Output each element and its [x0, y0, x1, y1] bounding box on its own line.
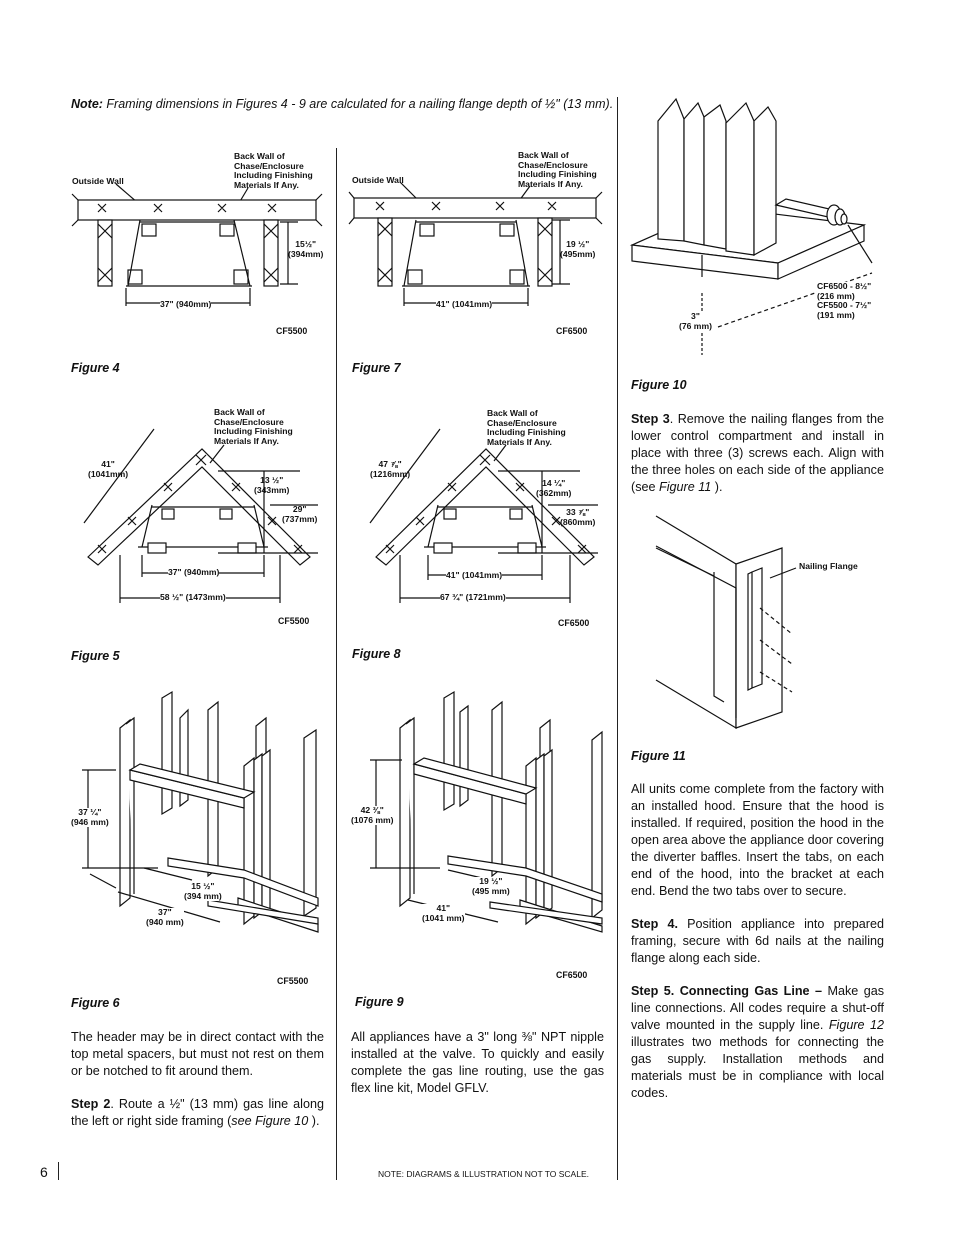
- step-2-text: Step 2. Route a ½" (13 mm) gas line alon…: [71, 1097, 324, 1128]
- figure-11-drawing: [655, 515, 797, 730]
- overall-width-dimension: 67 ¾" (1721mm): [440, 592, 506, 603]
- width-dimension: 37" (940mm): [168, 567, 220, 578]
- model-label: CF5500: [277, 976, 309, 986]
- figure-6-caption: Figure 6: [71, 996, 120, 1010]
- model-label: CF5500: [278, 616, 310, 626]
- width-dimension: 41" (1041mm): [436, 299, 493, 310]
- diagonal-dimension: 41"(1041mm): [88, 459, 129, 479]
- figure-6-drawing: [82, 690, 319, 933]
- figure-11-caption: Figure 11: [631, 749, 686, 763]
- depth-dimension: 19 ½"(495 mm): [472, 876, 510, 896]
- diagonal-dimension: 47 ⅞"(1216mm): [370, 459, 411, 479]
- footer-note: NOTE: DIAGRAMS & ILLUSTRATION NOT TO SCA…: [378, 1169, 589, 1179]
- outside-wall-label: Outside Wall: [352, 175, 404, 185]
- figure-6: 37 ¼"(946 mm) 15 ½"(394 mm) 37"(940 mm) …: [68, 688, 330, 988]
- gas-height-dimension: 3"(76 mm): [679, 311, 712, 331]
- page-number: 6: [40, 1164, 48, 1180]
- figure-10-drawing: [629, 97, 873, 355]
- width-dimension: 37"(940 mm): [146, 907, 184, 927]
- column-divider-2: [617, 97, 618, 1180]
- model-label: CF5500: [276, 326, 308, 336]
- figure-9: 42 ⅜"(1076 mm) 19 ½"(495 mm) 41"(1041 mm…: [348, 688, 610, 988]
- depth-dimension: 29"(737mm): [282, 504, 318, 524]
- column-divider-left: [58, 1162, 59, 1180]
- width-dimension: 41"(1041 mm): [422, 903, 465, 923]
- framing-note: Note: Framing dimensions in Figures 4 - …: [71, 97, 614, 111]
- figure-8-caption: Figure 8: [352, 647, 401, 661]
- figure-4-caption: Figure 4: [71, 361, 120, 375]
- figure-7-caption: Figure 7: [352, 361, 401, 375]
- nipple-paragraph: All appliances have a 3" long ⅜" NPT nip…: [351, 1030, 604, 1095]
- model-label: CF6500: [556, 326, 588, 336]
- inner-dimension: 13 ½"(343mm): [254, 475, 290, 495]
- column-divider-1: [336, 148, 337, 1180]
- depth-dimension: 15½"(394mm): [288, 239, 324, 259]
- depth-dimension: 19 ½"(495mm): [560, 239, 596, 259]
- model-label: CF6500: [556, 970, 588, 980]
- outside-wall-label: Outside Wall: [72, 176, 124, 186]
- step-5-text: Step 5. Connecting Gas Line – Make gas l…: [631, 984, 884, 1100]
- figure-11: Nailing Flange: [632, 512, 892, 737]
- height-dimension: 37 ¼"(946 mm): [71, 807, 109, 827]
- figure-9-caption: Figure 9: [355, 995, 404, 1009]
- nailing-flange-label: Nailing Flange: [799, 561, 858, 571]
- figure-4-drawing: [71, 183, 323, 306]
- depth-dimension: 15 ½"(394 mm): [184, 881, 222, 901]
- step-3-text: Step 3. Remove the nailing flanges from …: [631, 412, 885, 494]
- header-paragraph: The header may be in direct contact with…: [71, 1030, 324, 1078]
- figure-5-caption: Figure 5: [71, 649, 120, 663]
- height-dimension: 42 ⅜"(1076 mm): [351, 805, 394, 825]
- figure-8-drawing: [369, 428, 598, 603]
- inner-dimension: 14 ¼"(362mm): [536, 478, 572, 498]
- depth-dimension: 33 ⅞"(860mm): [560, 507, 596, 527]
- figure-10-caption: Figure 10: [631, 378, 687, 392]
- step-4-text: Step 4. Position appliance into prepared…: [631, 917, 884, 965]
- hood-paragraph: All units come complete from the factory…: [631, 782, 884, 898]
- width-dimension: 41" (1041mm): [446, 570, 503, 581]
- overall-width-dimension: 58 ½" (1473mm): [160, 592, 226, 603]
- model-label: CF6500: [558, 618, 590, 628]
- figure-10: 3"(76 mm) CF6500 - 8½"(216 mm)CF5500 - 7…: [628, 95, 898, 365]
- width-dimension: 37" (940mm): [160, 299, 212, 310]
- figure-7-drawing: [348, 181, 603, 306]
- figure-9-drawing: [370, 690, 603, 933]
- gas-offset-dimension: CF6500 - 8½"(216 mm)CF5500 - 7½"(191 mm): [817, 281, 872, 320]
